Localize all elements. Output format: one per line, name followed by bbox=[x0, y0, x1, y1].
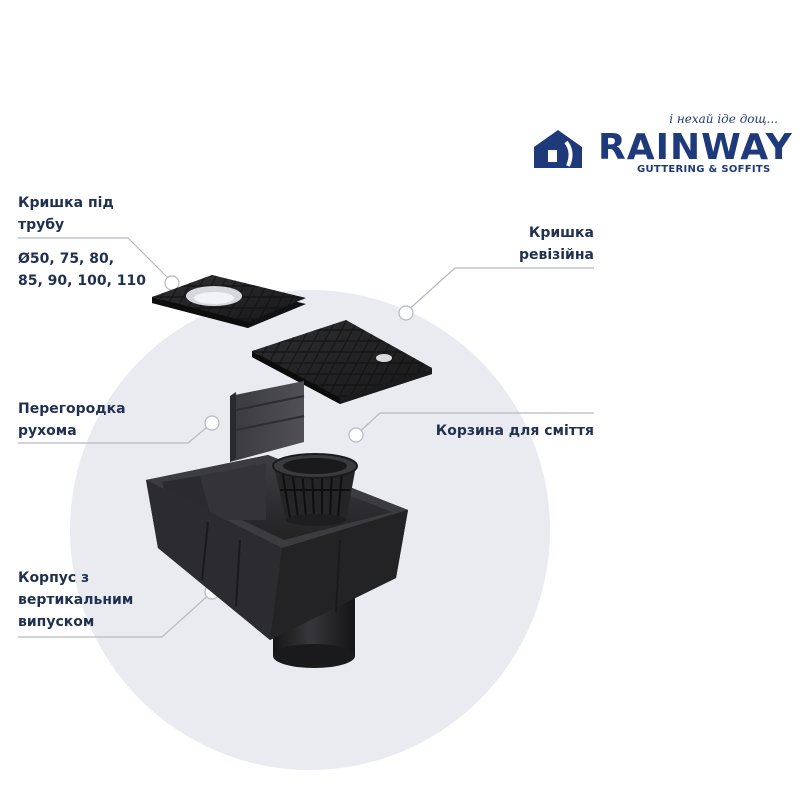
callout-dot-inspection-cover bbox=[398, 305, 414, 321]
label-body: Корпус з вертикальним випуском bbox=[18, 567, 133, 633]
brand-name: RAINWAY bbox=[598, 127, 793, 168]
label-pipe-sizes-line2: 85, 90, 100, 110 bbox=[18, 273, 146, 289]
rainway-logo-icon bbox=[534, 130, 582, 168]
callout-lines bbox=[18, 237, 594, 638]
label-inspection-cover-line2: ревізійна bbox=[518, 247, 594, 263]
label-basket: Корзина для сміття bbox=[435, 423, 594, 439]
label-partition-line1: Перегородка bbox=[18, 401, 126, 417]
inspection-hole bbox=[376, 354, 392, 362]
label-body-line2: вертикальним bbox=[18, 592, 134, 608]
brand-tagline: і нехай іде дощ... bbox=[669, 112, 778, 126]
label-pipe-cover: Кришка під трубу bbox=[18, 192, 114, 236]
callout-line-partition bbox=[18, 422, 213, 444]
label-inspection-cover-line1: Кришка bbox=[528, 225, 594, 241]
label-partition: Перегородка рухома bbox=[18, 398, 126, 442]
brand-subtitle: GUTTERING & SOFFITS bbox=[637, 164, 771, 175]
inspection-cover-lid bbox=[252, 320, 432, 404]
label-body-line1: Корпус з bbox=[18, 570, 90, 586]
callout-line-inspection-cover bbox=[405, 267, 594, 313]
callout-dots bbox=[164, 275, 414, 600]
callout-line-basket bbox=[355, 412, 594, 436]
label-inspection-cover: Кришка ревізійна bbox=[470, 222, 594, 266]
label-partition-line2: рухома bbox=[18, 423, 77, 439]
callout-dot-basket bbox=[348, 427, 364, 443]
label-pipe-cover-line2: трубу bbox=[18, 217, 65, 233]
callout-line-pipe-cover bbox=[18, 237, 173, 283]
label-body-line3: випуском bbox=[18, 614, 95, 630]
callout-dot-partition bbox=[204, 415, 220, 431]
label-pipe-sizes-line1: Ø50, 75, 80, bbox=[18, 251, 115, 267]
movable-partition bbox=[230, 381, 305, 462]
pipe-cover-lid bbox=[152, 275, 306, 328]
callout-line-body bbox=[18, 591, 213, 638]
debris-basket bbox=[272, 453, 358, 526]
label-pipe-cover-line1: Кришка під bbox=[18, 195, 114, 211]
label-pipe-sizes: Ø50, 75, 80, 85, 90, 100, 110 bbox=[18, 248, 146, 292]
